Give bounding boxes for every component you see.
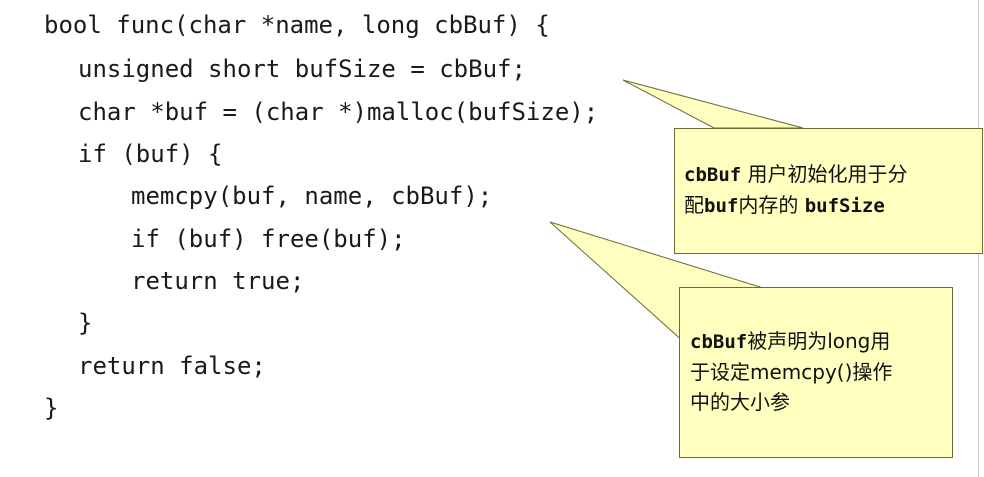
code-line: if (buf) { (78, 140, 223, 168)
code-line: char *buf = (char *)malloc(bufSize); (78, 98, 599, 126)
code-line: } (44, 394, 59, 422)
callout-bufsize-note: cbBuf 用户初始化用于分 配buf内存的 bufSize (674, 128, 983, 254)
callout-code-term: bufSize (804, 195, 885, 217)
code-line: bool func(char *name, long cbBuf) { (44, 11, 550, 39)
callout-text: 用户初始化用于分 (741, 162, 908, 186)
callout-memcpy-note: cbBuf被声明为long用 于设定memcpy()操作 中的大小参 (679, 287, 953, 458)
callout-line: 于设定memcpy()操作 (690, 360, 893, 384)
callout-code-term: buf (704, 195, 739, 217)
callout-pointer-1 (622, 79, 804, 129)
callout-code-term: cbBuf (684, 164, 742, 186)
code-line: } (78, 309, 93, 337)
code-line: if (buf) free(buf); (131, 225, 406, 253)
callout-text: 被声明为long用 (747, 329, 891, 353)
callout-text: 配 (684, 193, 704, 217)
callout-text: 内存的 (738, 193, 805, 217)
callout-code-term: cbBuf (690, 331, 748, 353)
callout-line: 中的大小参 (690, 390, 790, 414)
code-line: return false; (78, 352, 266, 380)
callout-line: cbBuf被声明为long用 (690, 326, 944, 357)
code-line: unsigned short bufSize = cbBuf; (78, 55, 526, 83)
code-line: memcpy(buf, name, cbBuf); (131, 182, 493, 210)
callout-line: cbBuf 用户初始化用于分 (684, 159, 974, 190)
code-line: return true; (131, 267, 305, 295)
callout-line: 配buf内存的 bufSize (684, 190, 974, 221)
